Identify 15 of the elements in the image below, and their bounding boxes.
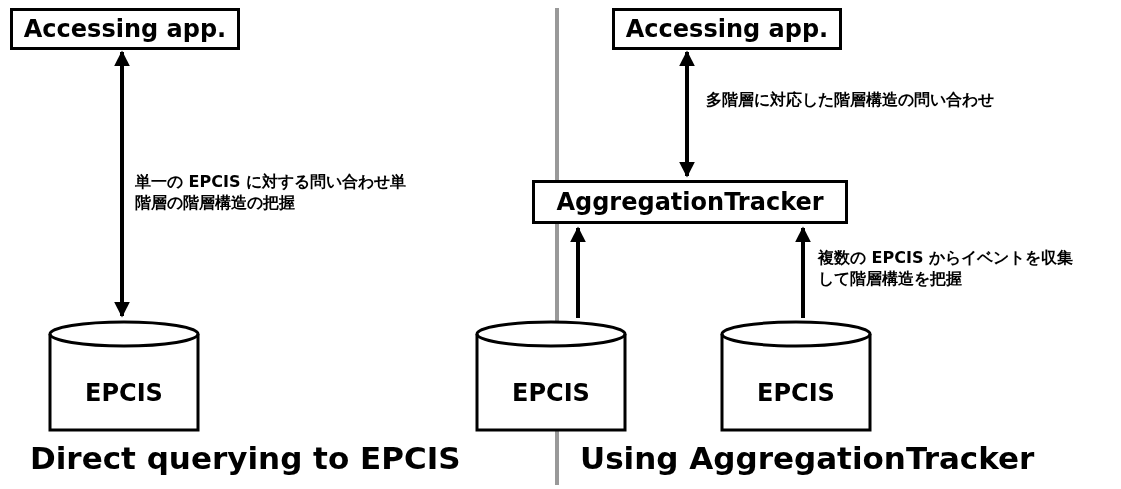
- process-box: [532, 180, 848, 224]
- arrow: [570, 226, 586, 318]
- node-label: EPCIS: [85, 379, 163, 407]
- node-label: Accessing app.: [625, 15, 829, 43]
- node-label: EPCIS: [757, 379, 835, 407]
- node-label: Accessing app.: [23, 15, 227, 43]
- node-label: AggregationTracker: [556, 188, 824, 216]
- arrow: [114, 50, 130, 318]
- panel-caption: Direct querying to EPCIS: [30, 440, 461, 476]
- panel-caption: Using AggregationTracker: [580, 440, 1035, 476]
- node-label: EPCIS: [512, 379, 590, 407]
- process-box: [10, 8, 240, 50]
- arrow: [795, 226, 811, 318]
- process-box: [612, 8, 842, 50]
- arrow: [679, 50, 695, 178]
